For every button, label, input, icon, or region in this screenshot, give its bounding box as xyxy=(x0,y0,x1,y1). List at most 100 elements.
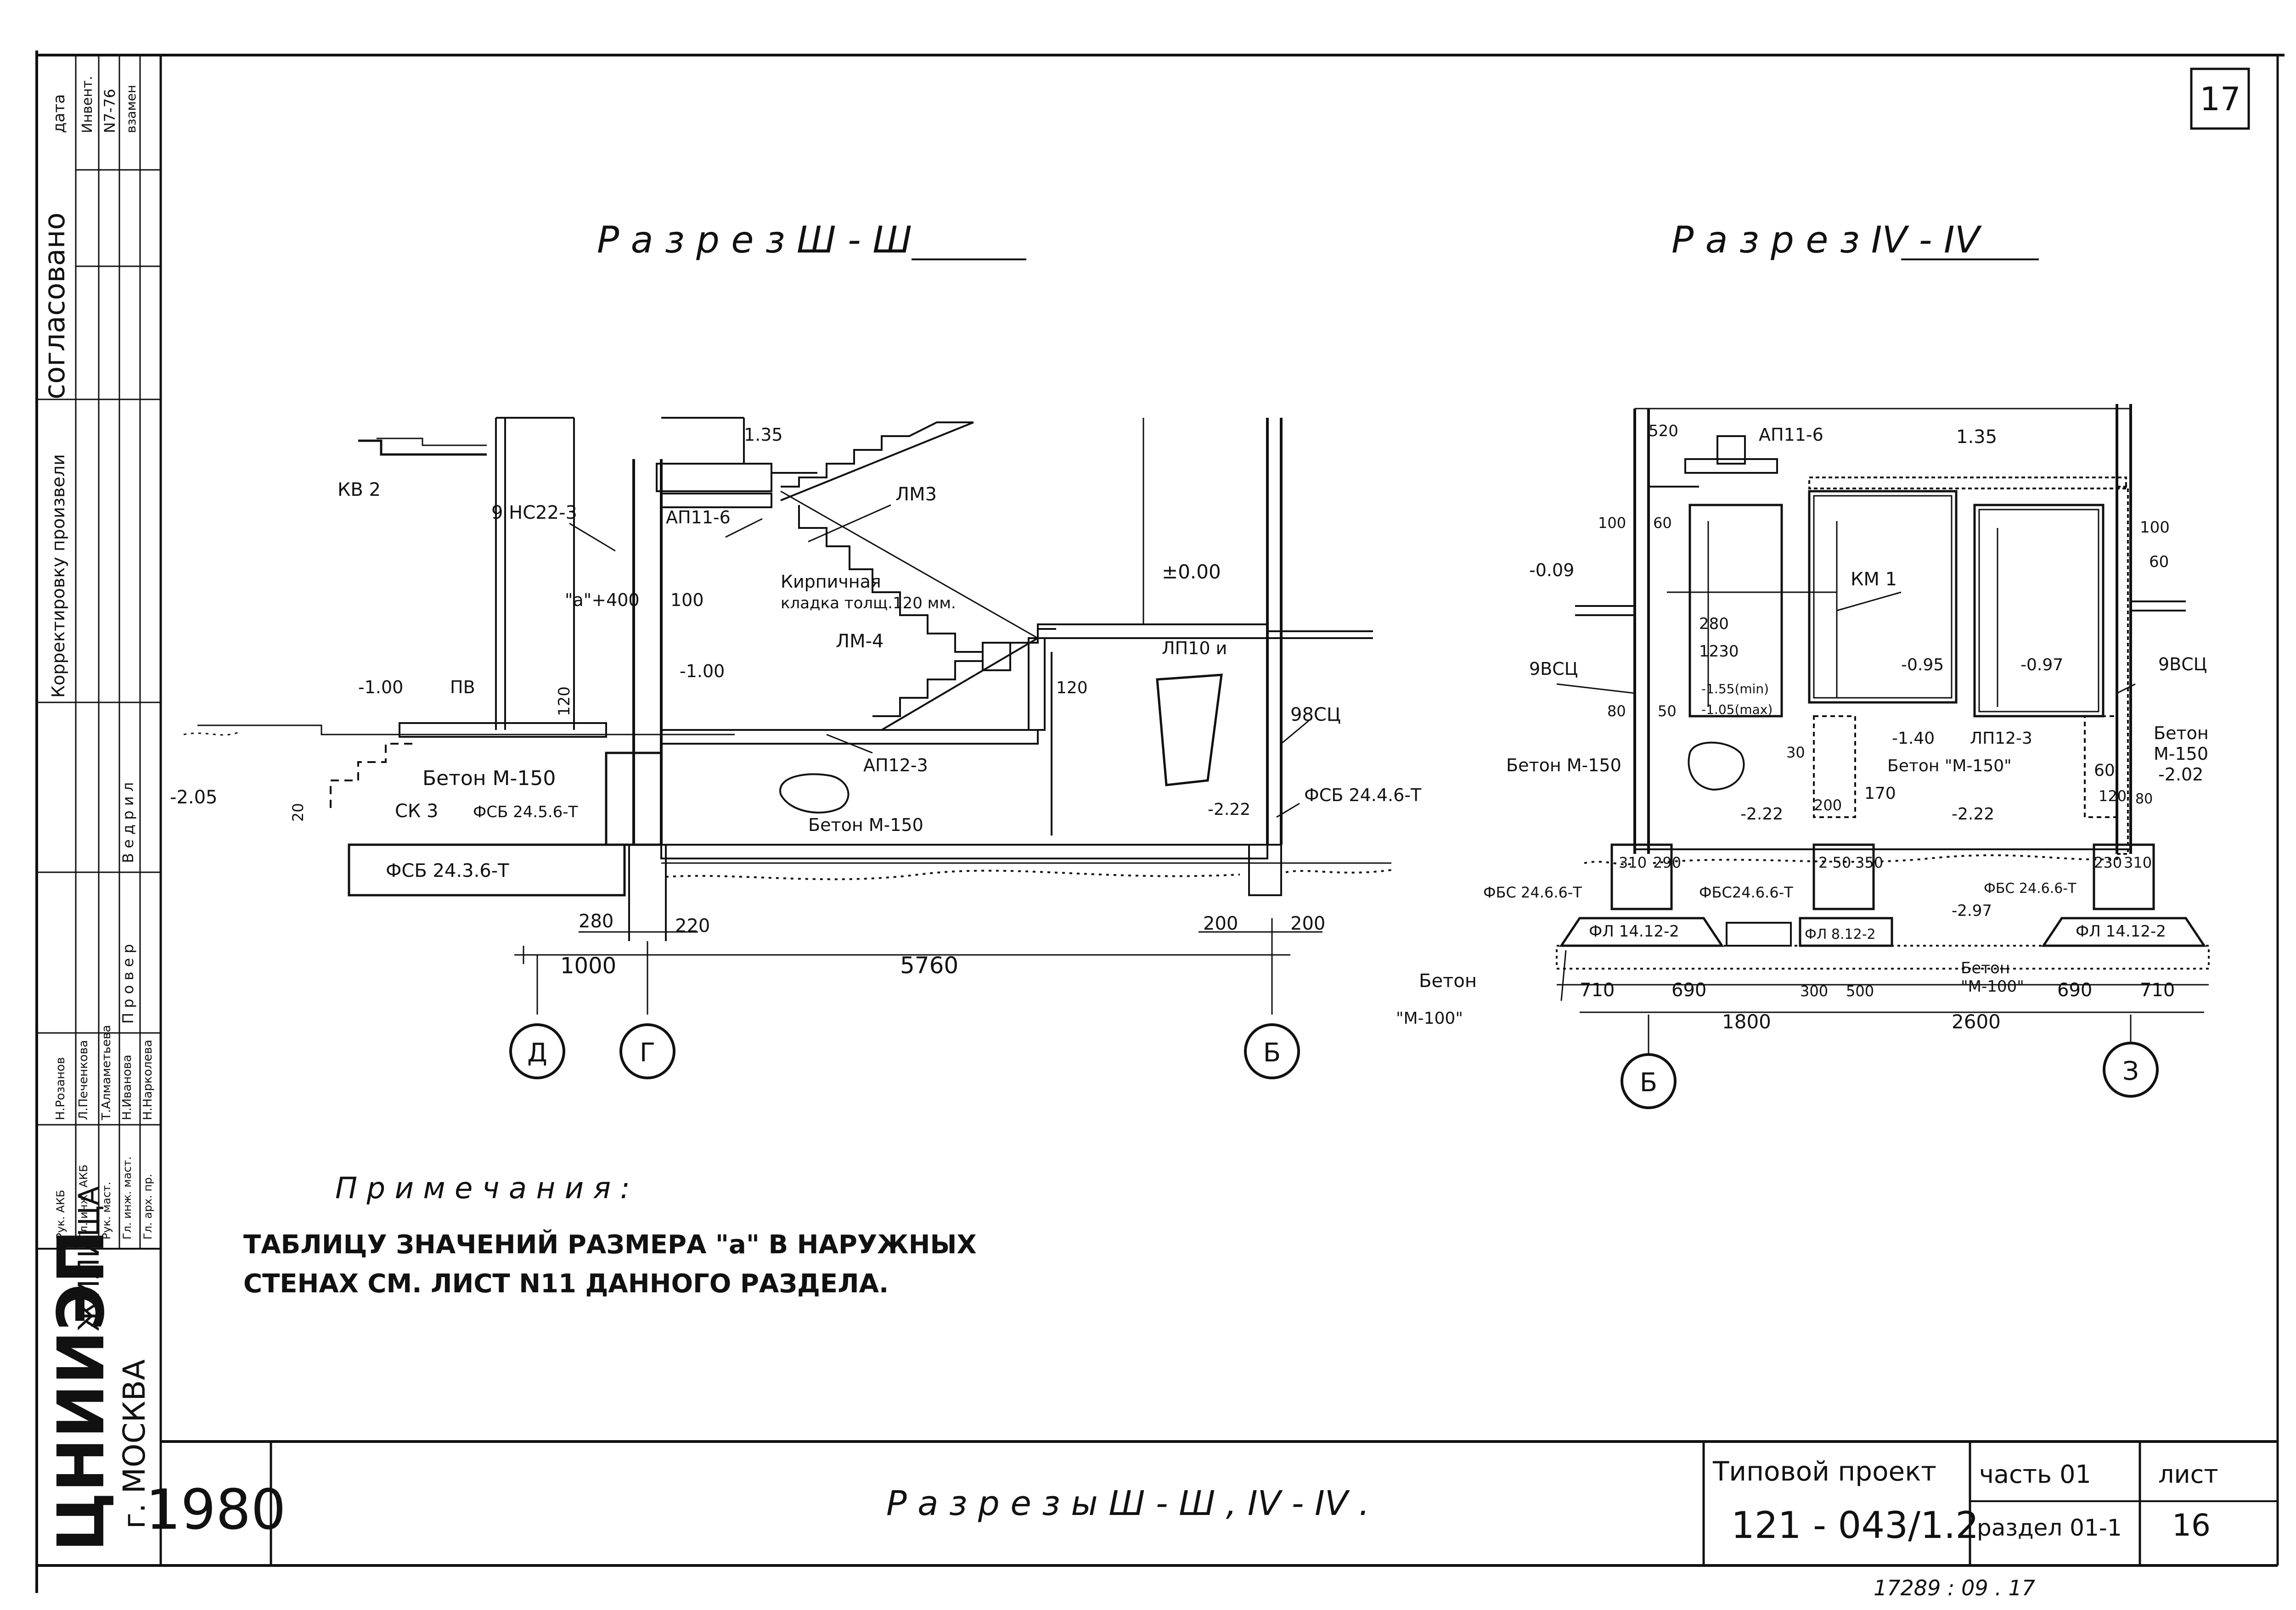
s4-d2600: 2600 xyxy=(1952,1010,2001,1033)
section4-drawing xyxy=(1556,404,2210,1109)
footer-code: 17289 : 09 . 17 xyxy=(1874,1576,2035,1600)
s4-d690a: 690 xyxy=(1671,980,1706,1001)
s4-d60a: 60 xyxy=(1653,514,1672,532)
s4-m140: -1.40 xyxy=(1892,729,1935,748)
s3-m205: -2.05 xyxy=(170,787,218,808)
s3-pv: ПВ xyxy=(450,677,475,697)
s3-axis-d: Д xyxy=(527,1038,547,1068)
s4-beton100c2: "М-100" xyxy=(1961,977,2024,996)
s4-d710b: 710 xyxy=(2140,980,2175,1001)
stamp-org: ЦНИИЭП xyxy=(44,1230,119,1552)
stamp-instead: взамен xyxy=(124,85,139,133)
stamp-name-1: Н.Розанов xyxy=(54,1057,68,1120)
stamp-prover: П р о в е р xyxy=(119,944,137,1024)
s4-d250: 2 50 xyxy=(1818,854,1851,871)
sheet-value: 16 xyxy=(2172,1508,2211,1543)
s4-d310a: 310 xyxy=(1619,854,1647,871)
s4-m009: -0.09 xyxy=(1529,560,1574,580)
s4-max105: -1.05(max) xyxy=(1701,702,1773,717)
s4-d300: 300 xyxy=(1800,982,1828,1000)
s4-beton100c1: Бетон xyxy=(1961,959,2010,977)
stamp-name-3: Т.Алмаметьева xyxy=(100,1025,113,1121)
s4-d690b: 690 xyxy=(2057,980,2092,1001)
section3-labels: КВ 2 9 НС22-3 АП11-6 1.35 ЛМ3 Кирпичная … xyxy=(170,425,1422,1068)
s4-d100b: 100 xyxy=(2140,518,2170,537)
s3-d200a: 200 xyxy=(1203,913,1238,934)
s4-axis-b: Б xyxy=(1640,1068,1657,1098)
s3-fsb2456: ФСБ 24.5.6-Т xyxy=(473,803,578,821)
s3-lm4: ЛМ-4 xyxy=(836,631,884,652)
s4-d200: 200 xyxy=(1814,797,1842,814)
s4-ap116: АП11-6 xyxy=(1759,425,1823,445)
s4-fl1412r: ФЛ 14.12-2 xyxy=(2076,922,2166,941)
s3-l135: 1.35 xyxy=(744,425,783,445)
s4-fbs246c: ФБС24.6.6-Т xyxy=(1699,884,1793,901)
s4-d290: 290 xyxy=(1653,854,1681,871)
stamp-agreed: согласовано xyxy=(38,213,71,399)
title-block: 1980 Р а з р е з ы Ш - Ш , IV - IV . Тип… xyxy=(146,1440,2278,1565)
s4-m222l: -2.22 xyxy=(1740,805,1783,824)
stamp-inventory-value: N7-76 xyxy=(101,89,118,133)
s4-d100a: 100 xyxy=(1598,514,1626,532)
corner-sheet-number-text: 17 xyxy=(2200,80,2240,118)
stamp-name-4: Н.Иванова xyxy=(120,1055,134,1120)
stamp-vedril: В е д р и л xyxy=(119,782,137,863)
s3-ap116: АП11-6 xyxy=(666,507,731,527)
stamp-city: г. МОСКВА xyxy=(117,1359,152,1529)
s3-lm3: ЛМ3 xyxy=(895,484,937,505)
s4-beton150r1: Бетон xyxy=(2154,723,2209,743)
s3-beton150: Бетон М-150 xyxy=(422,767,556,790)
s3-vsc98: 98СЦ xyxy=(1290,704,1341,725)
s3-d5760: 5760 xyxy=(900,952,958,979)
s4-d520: 520 xyxy=(1649,422,1678,440)
s3-fsb2436: ФСБ 24.3.6-Т xyxy=(386,860,509,881)
s4-d710a: 710 xyxy=(1580,980,1615,1001)
s4-beton150l: Бетон М-150 xyxy=(1506,755,1621,775)
stamp-org-2: ЖИЛИЩА xyxy=(72,1186,106,1331)
s3-d120: 120 xyxy=(555,686,574,716)
project-label: Типовой проект xyxy=(1712,1456,1936,1487)
s3-d100: 100 xyxy=(670,590,704,610)
s4-fbs246r: ФБС 24.6.6-Т xyxy=(1984,881,2077,897)
section-label: раздел 01-1 xyxy=(1977,1515,2122,1541)
part-label: часть 01 xyxy=(1979,1460,2091,1489)
s4-d1800: 1800 xyxy=(1722,1010,1771,1033)
s4-fl1412l: ФЛ 14.12-2 xyxy=(1589,922,1679,941)
s4-lp123: ЛП12-3 xyxy=(1970,729,2032,748)
s4-beton150r2: М-150 xyxy=(2154,744,2208,764)
s4-d60b: 60 xyxy=(2149,553,2169,571)
s3-kv2: КВ 2 xyxy=(338,479,381,500)
s3-brick1: Кирпичная xyxy=(781,572,881,592)
s3-axis-b: Б xyxy=(1263,1038,1281,1068)
s3-d20: 20 xyxy=(289,803,307,822)
s4-fbs246l: ФБС 24.6.6-Т xyxy=(1483,884,1582,901)
corner-sheet-number: 17 xyxy=(2190,67,2250,130)
s4-beton100l1: Бетон xyxy=(1419,970,1477,992)
s4-axis-3: З xyxy=(2122,1056,2139,1086)
s4-d60c: 60 xyxy=(2094,761,2115,780)
s3-d200b: 200 xyxy=(1290,913,1325,934)
s4-m222r: -2.22 xyxy=(1952,805,1994,824)
stamp-correction: Корректировку произвели xyxy=(48,454,68,698)
notes-line-2: СТЕНАХ СМ. ЛИСТ N11 ДАННОГО РАЗДЕЛА. xyxy=(243,1269,889,1299)
section3-title: Р а з р е з Ш - Ш xyxy=(597,219,912,261)
s4-m297: -2.97 xyxy=(1952,902,1992,920)
section3-drawing xyxy=(183,417,1392,1079)
s4-d50a: 50 xyxy=(1658,702,1677,720)
s3-brick2: кладка толщ.120 мм. xyxy=(781,594,956,612)
s3-d1000: 1000 xyxy=(560,953,616,979)
sheet-label: лист xyxy=(2158,1460,2218,1489)
title-main: Р а з р е з ы Ш - Ш , IV - IV . xyxy=(886,1484,1370,1523)
section4-labels: 520 АП11-6 1.35 100 60 100 60 -0.09 КМ 1… xyxy=(1396,422,2209,1098)
s4-d80b: 80 xyxy=(2135,791,2153,807)
s4-fl812: ФЛ 8.12-2 xyxy=(1805,926,1876,942)
s4-vsc9l: 9ВСЦ xyxy=(1529,659,1578,679)
s3-ap123: АП12-3 xyxy=(863,755,928,775)
title-year: 1980 xyxy=(146,1478,286,1542)
stamp-role-3: Рук. маст. xyxy=(100,1182,113,1240)
project-number: 121 - 043/1.2 xyxy=(1731,1504,1979,1547)
s4-min155: -1.55(min) xyxy=(1701,681,1769,696)
s3-d280: 280 xyxy=(579,911,613,932)
section4-title: Р а з р е з IV - IV xyxy=(1671,219,1982,261)
